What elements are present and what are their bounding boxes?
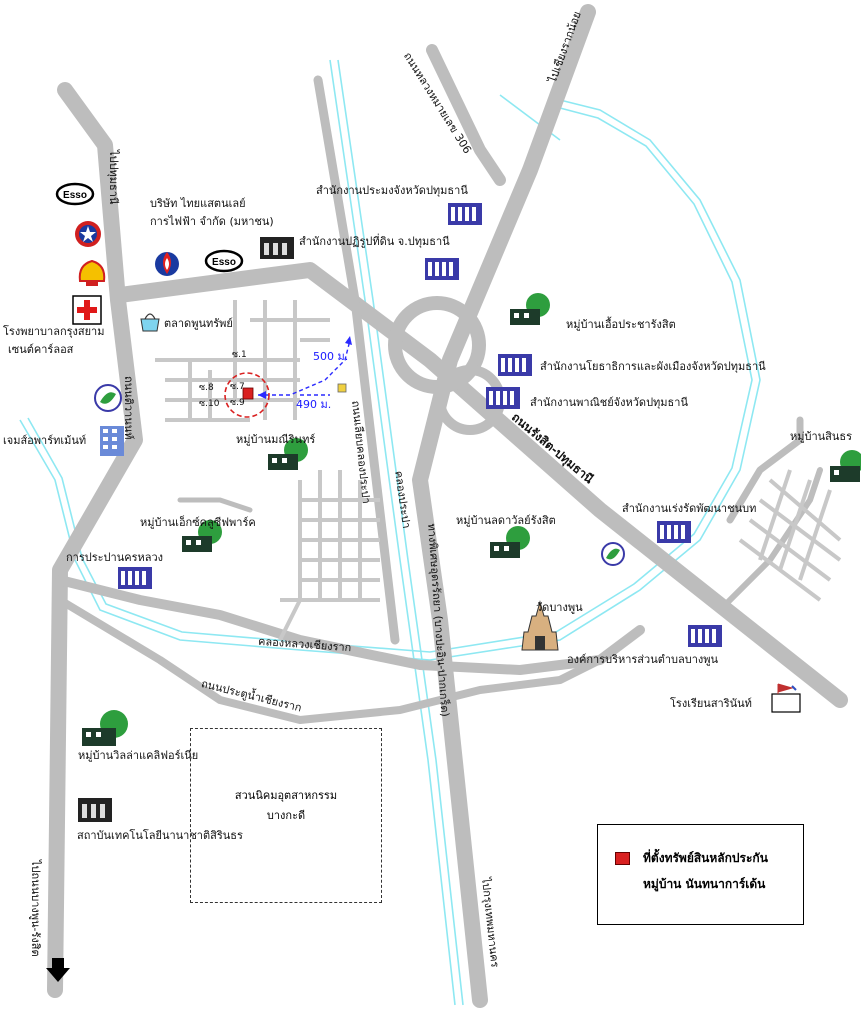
village-icon <box>490 526 530 558</box>
legend-property-swatch <box>615 852 630 865</box>
building-icon <box>498 354 532 376</box>
building-icon <box>657 521 691 543</box>
temple-icon <box>521 600 559 651</box>
label-village-lada: หมู่บ้านลดาวัลย์รังสิต <box>456 514 556 527</box>
label-village-suan: หมู่บ้านสินธร <box>790 430 853 443</box>
esso-logo-text: Esso <box>63 190 87 201</box>
label-water-authority: การประปานครหลวง <box>66 551 164 564</box>
company-building-icon <box>260 237 294 259</box>
institute-building-icon <box>78 798 112 822</box>
village-icon <box>268 438 308 470</box>
gas-station-icons: Esso Esso <box>55 182 625 566</box>
esso-logo-text: Esso <box>212 257 236 268</box>
label-soi-9: ซ.9 <box>230 398 245 408</box>
building-icon <box>118 567 152 589</box>
village-icon <box>510 293 550 325</box>
village-icon <box>830 450 861 482</box>
building-icon <box>688 625 722 647</box>
label-tambon-org: องค์การบริหารส่วนตำบลบางพูน <box>567 653 719 666</box>
label-village-villa: หมู่บ้านวิลล่าแคลิฟอร์เนีย <box>78 749 199 762</box>
label-soi-8: ซ.8 <box>199 383 214 393</box>
building-icon <box>425 258 459 280</box>
esso-icon: Esso <box>55 182 95 206</box>
building-icons <box>78 203 722 822</box>
label-road-bangphun: ไปถนนบางพูน-รังสิต <box>29 860 42 957</box>
building-icon <box>448 203 482 225</box>
label-public-works: สำนักงานโยธาธิการและผังเมืองจังหวัดปทุมธ… <box>540 360 766 373</box>
caltex-star-icon <box>75 221 101 247</box>
label-institute: สถาบันเทคโนโลยีนานาชาติสิรินธร <box>77 829 243 842</box>
building-icon <box>486 387 520 409</box>
label-accelerate-office: สำนักงานเร่งรัดพัฒนาชนบท <box>622 502 757 515</box>
label-soi-1: ซ.1 <box>232 350 247 360</box>
label-road-pathum: ไปปทุมธานี <box>107 150 120 205</box>
shell-icon <box>78 259 106 286</box>
label-provincial-office: สำนักงานประมงจังหวัดปทุมธานี <box>316 184 468 197</box>
label-hospital-1: โรงพยาบาลกรุงสยาม <box>3 325 105 338</box>
label-hospital-2: เซนต์คาร์ลอส <box>8 343 74 356</box>
label-market: ตลาดพูนทรัพย์ <box>164 317 233 330</box>
legend-line-1: ที่ตั้งทรัพย์สินหลักประกัน <box>643 851 768 865</box>
label-land-reform: สำนักงานปฏิรูปที่ดิน จ.ปทุมธานี <box>299 235 450 248</box>
map-legend: ที่ตั้งทรัพย์สินหลักประกัน หมู่บ้าน นันท… <box>597 824 804 925</box>
label-village-chuea: หมู่บ้านเอื้อประชารังสิต <box>566 318 676 331</box>
label-thai-standard-2: การไฟฟ้า จำกัด (มหาชน) <box>150 215 274 228</box>
bank-icon <box>601 542 625 566</box>
village-icon <box>182 520 222 552</box>
hospital-icon <box>72 295 102 325</box>
industrial-estate-label-1: สวนนิคมอุตสาหกรรม <box>234 789 338 802</box>
label-school: โรงเรียนสารินันท์ <box>670 697 752 710</box>
market-icon <box>140 313 160 332</box>
industrial-estate-label-2: บางกะดี <box>266 809 306 822</box>
label-apartment: เจมส์อพาร์ทเม้นท์ <box>3 434 87 447</box>
label-wat-bangphun: วัดบางพูน <box>536 601 583 614</box>
esso-icon: Esso <box>204 249 244 273</box>
property-marker <box>242 387 254 400</box>
route-arrow <box>345 336 352 345</box>
landmark-marker <box>337 383 347 393</box>
label-village-ek: หมู่บ้านเอ็กซ์คลูซีฟพาร์ค <box>140 516 256 529</box>
apartment-icon <box>100 426 124 456</box>
school-icon <box>771 683 801 713</box>
local-streets <box>155 300 842 641</box>
label-commerce-office: สำนักงานพาณิชย์จังหวัดปทุมธานี <box>530 396 688 409</box>
ptt-icon <box>155 252 179 276</box>
arrow-down-icon <box>46 958 70 982</box>
bank-icon <box>94 384 122 412</box>
label-village-manee: หมู่บ้านมณีรินทร์ <box>236 433 316 446</box>
label-road-tiwanon: ถนนติวานนท์ <box>122 376 135 440</box>
industrial-estate-boundary: สวนนิคมอุตสาหกรรม บางกะดี <box>190 728 382 903</box>
label-soi-7: ซ.7 <box>230 382 245 392</box>
legend-line-2: หมู่บ้าน นันทนาการ์เด้น <box>643 877 766 891</box>
label-distance-490: 490 ม. <box>296 398 332 411</box>
property-radius <box>224 372 270 418</box>
village-icons <box>82 293 861 746</box>
label-distance-500: 500 ม. <box>313 350 349 363</box>
label-thai-standard: บริษัท ไทยแสตนเลย์ <box>150 197 246 210</box>
route-to-property <box>258 339 351 396</box>
route-arrow-left <box>258 391 266 399</box>
roads <box>47 4 848 1008</box>
village-icon <box>82 710 128 746</box>
label-soi-10: ซ.10 <box>199 399 220 409</box>
